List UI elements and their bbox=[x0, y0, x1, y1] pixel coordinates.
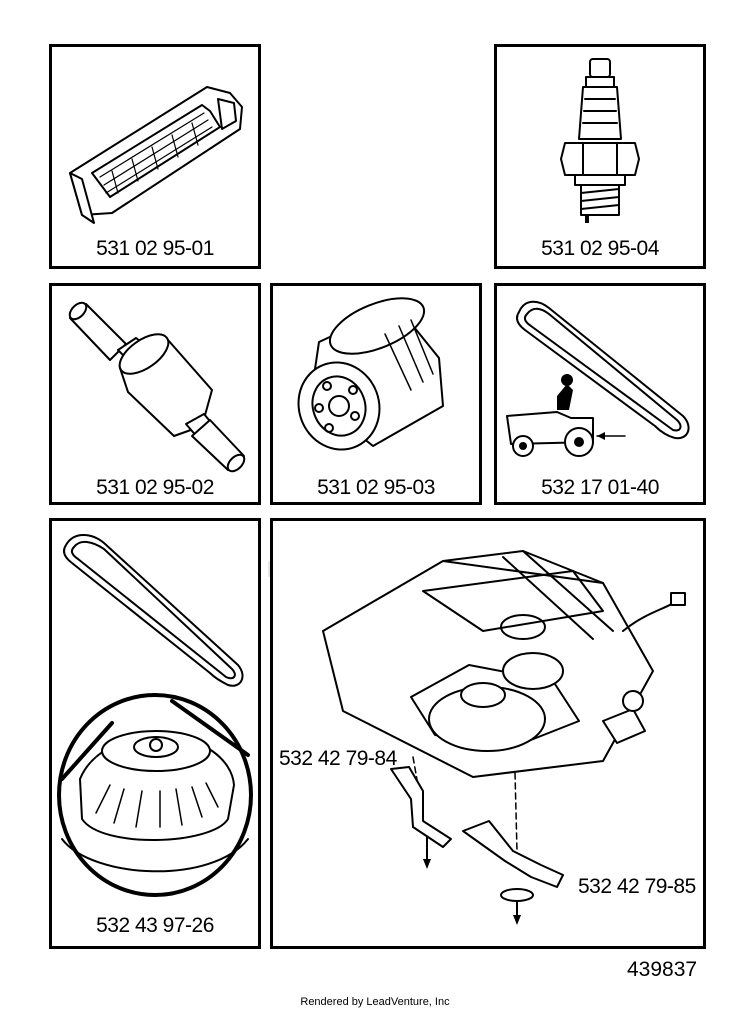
panel-mower-deck-blades: 532 42 79-84 532 42 79-85 bbox=[270, 518, 706, 949]
spark-plug-illustration bbox=[560, 58, 640, 223]
part-number-label-blade-left: 532 42 79-84 bbox=[279, 747, 397, 770]
part-number-label: 531 02 95-02 bbox=[96, 476, 214, 499]
part-number-label: 532 43 97-26 bbox=[96, 914, 214, 937]
part-number-label: 531 02 95-04 bbox=[541, 237, 659, 260]
panel-deck-belt-pulley: 532 43 97-26 bbox=[49, 518, 261, 949]
tractor-icon bbox=[506, 374, 594, 457]
diagram-number: 439837 bbox=[627, 958, 698, 981]
deck-belt-illustration bbox=[63, 534, 244, 687]
panel-air-filter: 531 02 95-01 bbox=[49, 44, 261, 269]
part-number-label: 531 02 95-03 bbox=[317, 476, 435, 499]
oil-filter-illustration bbox=[297, 297, 444, 451]
part-number-label-blade-right: 532 42 79-85 bbox=[578, 875, 696, 898]
blade-right-icon bbox=[462, 820, 564, 925]
panel-fuel-filter: 531 02 95-02 bbox=[49, 283, 261, 505]
pulley-illustration bbox=[57, 693, 253, 897]
panel-drive-belt: 532 17 01-40 bbox=[494, 283, 706, 505]
part-number-label: 532 17 01-40 bbox=[541, 476, 659, 499]
part-number-label: 531 02 95-01 bbox=[96, 237, 214, 260]
drive-belt-illustration bbox=[506, 300, 690, 457]
mower-deck-illustration bbox=[322, 550, 686, 925]
footer-credit: Rendered by LeadVenture, Inc bbox=[300, 996, 450, 1008]
panel-oil-filter: 531 02 95-03 bbox=[270, 283, 482, 505]
blade-left-icon bbox=[390, 766, 452, 869]
air-filter-illustration bbox=[69, 86, 243, 224]
fuel-filter-illustration bbox=[68, 301, 246, 473]
panel-spark-plug: 531 02 95-04 bbox=[494, 44, 706, 269]
